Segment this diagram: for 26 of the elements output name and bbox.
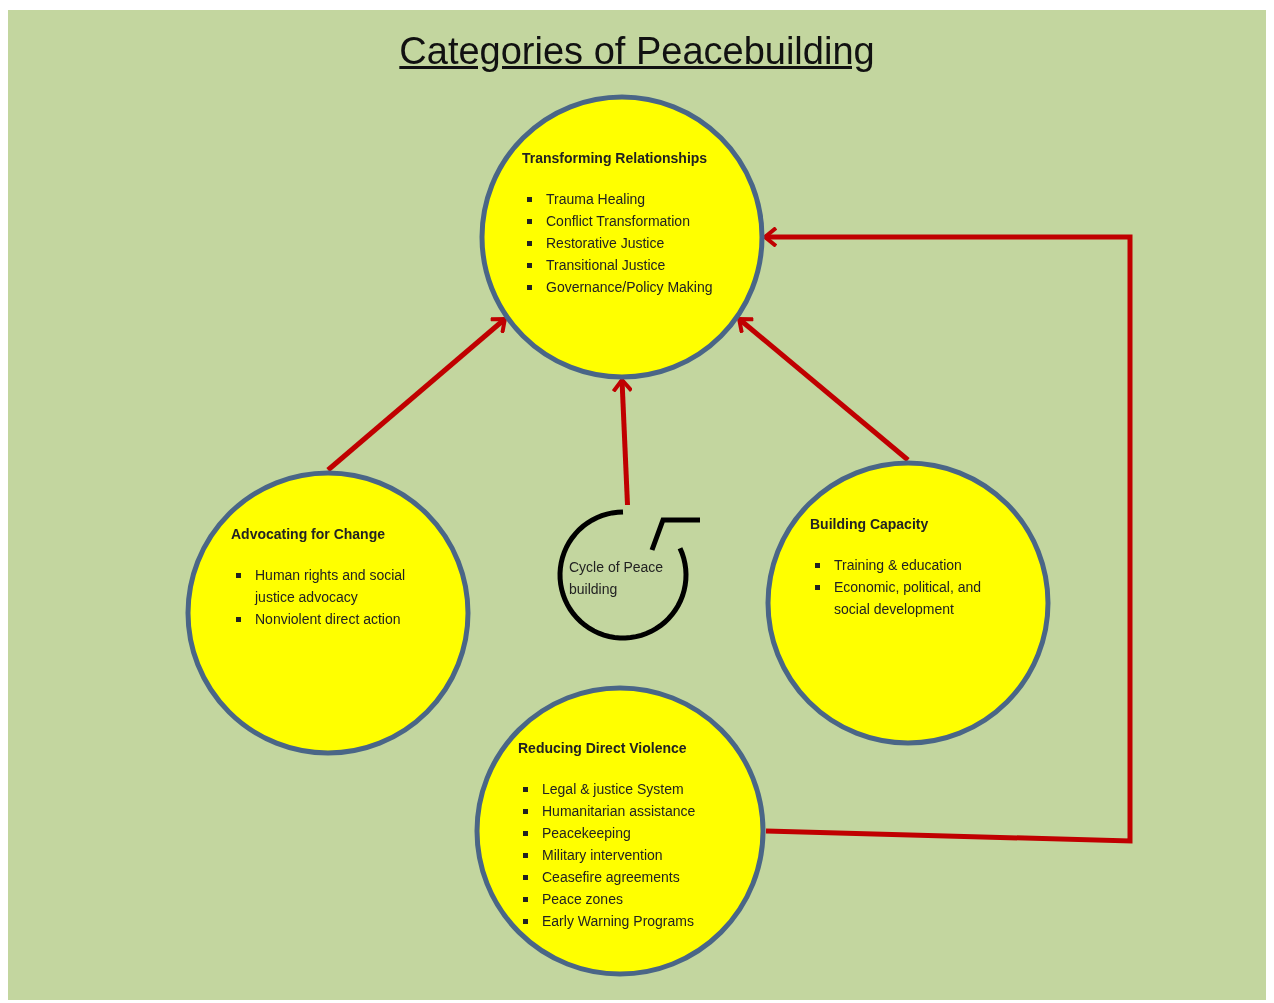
arrow — [326, 317, 507, 472]
arrow — [763, 226, 1133, 844]
heading: Transforming Relationships — [522, 150, 708, 166]
bullet-item: Governance/Policy Making — [546, 279, 713, 295]
bullet-item: Conflict Transformation — [546, 213, 690, 229]
bullet-item: Early Warning Programs — [542, 913, 694, 929]
bullet-item: Peacekeeping — [542, 825, 631, 841]
bullet-item: Economic, political, and social development — [834, 579, 982, 617]
bullet-item: Military intervention — [542, 847, 663, 863]
bullet-item: Trauma Healing — [546, 191, 646, 207]
heading: Building Capacity — [810, 516, 929, 532]
arrow — [737, 317, 910, 462]
bullet-item: Peace zones — [542, 891, 623, 907]
title: Categories of Peacebuilding — [399, 30, 875, 72]
heading: Reducing Direct Violence — [518, 740, 687, 756]
arrow — [611, 378, 634, 506]
heading: Advocating for Change — [231, 526, 385, 542]
cycle-label: Cycle of Peace building — [569, 558, 665, 599]
bullet-item: Legal & justice System — [542, 781, 684, 797]
bullet-item: Human rights and social justice advocacy — [255, 567, 406, 605]
bullet-item: Restorative Justice — [546, 235, 665, 251]
bullet-item: Training & education — [834, 557, 962, 573]
bullet-item: Transitional Justice — [546, 257, 666, 273]
bullet-item: Ceasefire agreements — [542, 869, 680, 885]
bullet-item: Nonviolent direct action — [255, 611, 401, 627]
bullet-item: Humanitarian assistance — [542, 803, 696, 819]
